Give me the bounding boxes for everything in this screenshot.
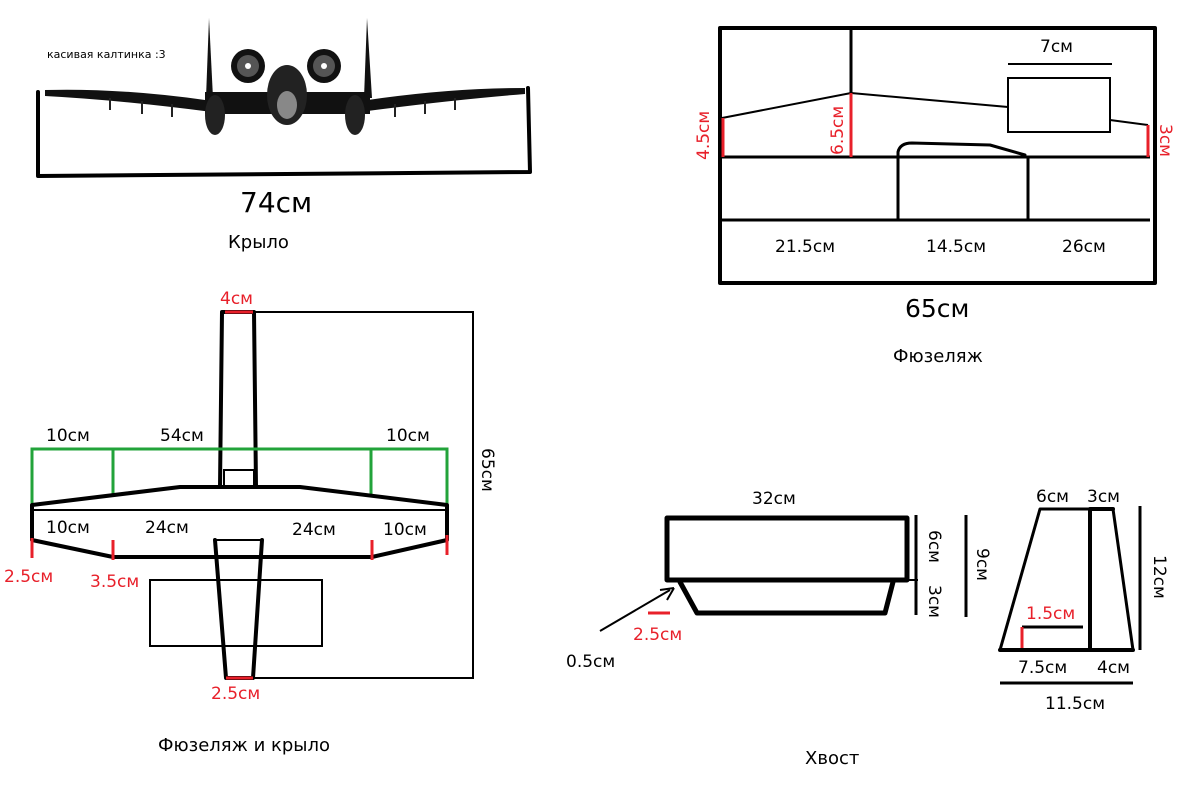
fuselage-side-view: 7см 4.5см 6.5см 3см 21.5см 14.5см 26см 6… [694, 26, 1175, 367]
lower-height-label: 3см [924, 585, 944, 618]
nose-height-label: 4.5см [694, 111, 714, 160]
fuselage-length-label: 65см [905, 294, 969, 323]
segment-2-label: 14.5см [926, 237, 986, 257]
nose-width-label: 4см [220, 289, 253, 309]
tip-chord-label: 2.5см [4, 567, 53, 587]
arrow-head-icon [659, 587, 675, 601]
tail-width-label: 2.5см [211, 684, 260, 704]
arrow-note-label: 0.5см [566, 652, 615, 672]
stab-width-label: 32см [752, 489, 796, 509]
inner-left-tip-label: 10см [46, 518, 90, 538]
wing-center-label: 54см [160, 426, 204, 446]
arrow-line [599, 589, 671, 632]
span-dimension-line [36, 86, 532, 178]
root-step-label: 3.5см [90, 572, 139, 592]
top-view: 4см 10см 54см 10см 65см 10см 24см 24см 1… [4, 289, 497, 756]
fin-bottom-left-label: 7.5см [1018, 658, 1067, 678]
fin-top-label: 6см [1036, 487, 1069, 507]
top-view-title: Фюзеляж и крыло [158, 735, 330, 756]
wing-span-label: 74см [240, 186, 312, 219]
fin-bottom-right-label: 4см [1097, 658, 1130, 678]
top-view-length-label: 65см [477, 448, 497, 492]
stab-height-label: 6см [924, 530, 944, 563]
fin-height-label: 12см [1149, 555, 1169, 599]
mid-height-label: 6.5см [828, 106, 848, 155]
tail-height-label: 3см [1155, 124, 1175, 157]
top-box-label: 7см [1040, 37, 1073, 57]
fin-top-right-label: 3см [1087, 487, 1120, 507]
fuselage-title: Фюзеляж [893, 346, 983, 367]
segment-3-label: 26см [1062, 237, 1106, 257]
inner-left-label: 24см [145, 518, 189, 538]
wing-title: Крыло [228, 232, 289, 253]
picture-caption: касивая калтинка :3 [47, 48, 166, 61]
fin-notch-label: 1.5см [1026, 604, 1075, 624]
offset-label: 2.5см [633, 625, 682, 645]
wing-right-tip-label: 10см [386, 426, 430, 446]
segment-1-label: 21.5см [775, 237, 835, 257]
tail-view: 32см 6см 9см 3см 2.5см 0.5см 6см 3см 12с… [566, 487, 1169, 769]
wing-left-tip-label: 10см [46, 426, 90, 446]
inner-right-label: 24см [292, 520, 336, 540]
aircraft-silhouette [45, 18, 525, 135]
fin-base-label: 11.5см [1045, 694, 1105, 714]
wing-front-view: касивая калтинка :3 74см Крыло [36, 18, 532, 253]
total-height-label: 9см [972, 548, 992, 581]
inner-right-tip-label: 10см [383, 520, 427, 540]
tail-title: Хвост [805, 748, 859, 769]
